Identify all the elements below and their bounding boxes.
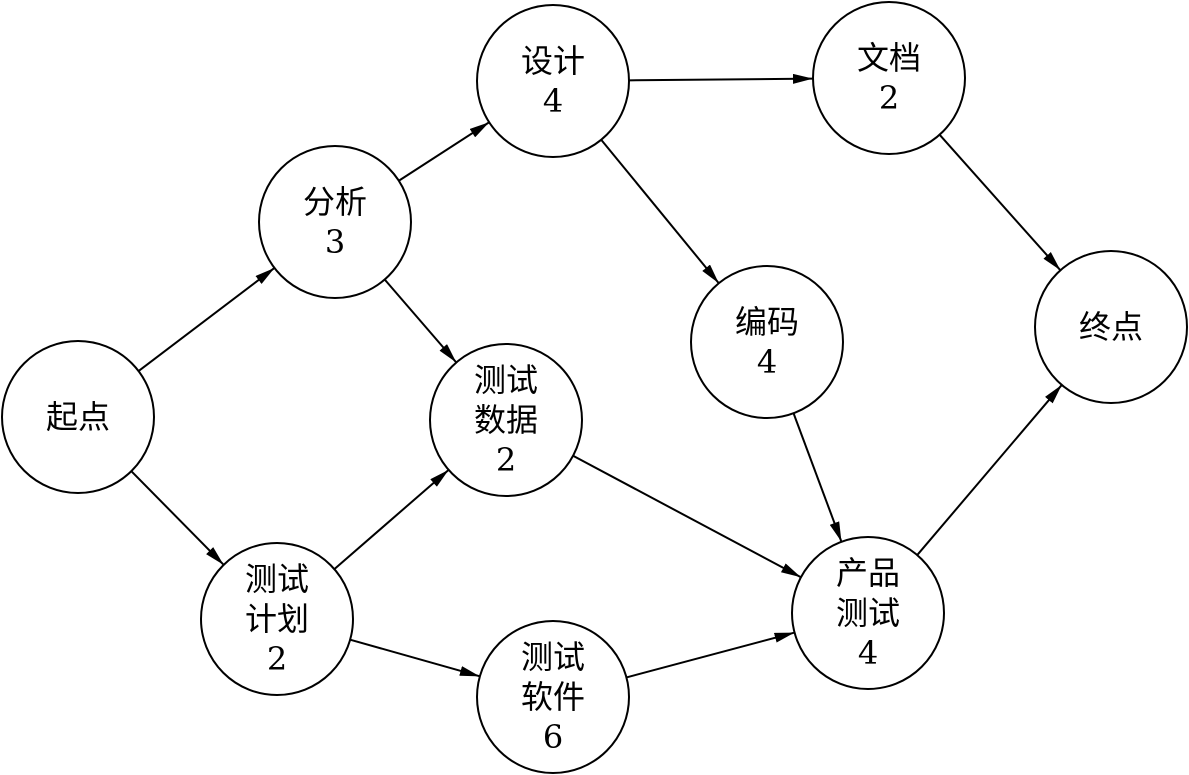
edge-product-test-to-end xyxy=(916,384,1063,556)
node-label-test-software-1: 软件 xyxy=(521,678,585,716)
node-label-test-software-2: 6 xyxy=(543,718,563,756)
node-circle-test-data xyxy=(429,343,583,497)
node-end: 终点 xyxy=(1034,250,1188,404)
edge-start-to-test-plan xyxy=(130,470,225,566)
node-circle-start xyxy=(1,340,155,494)
node-circle-coding xyxy=(690,265,844,419)
edge-analysis-to-test-data xyxy=(383,278,458,364)
node-circle-product-test xyxy=(791,536,945,690)
node-coding: 编码4 xyxy=(690,265,844,419)
node-label-test-plan-1: 计划 xyxy=(245,600,309,638)
edge-start-to-analysis xyxy=(137,267,276,372)
node-circle-end xyxy=(1034,250,1188,404)
node-label-test-data-2: 2 xyxy=(496,441,516,479)
node-label-product-test-2: 4 xyxy=(858,634,878,672)
node-label-test-plan-2: 2 xyxy=(267,640,287,678)
node-label-document-0: 文档 xyxy=(857,39,921,77)
node-label-coding-1: 4 xyxy=(757,343,777,381)
node-label-design-1: 4 xyxy=(543,82,563,120)
node-label-start-0: 起点 xyxy=(46,398,110,436)
node-label-end-0: 终点 xyxy=(1079,308,1143,346)
edge-analysis-to-design xyxy=(398,121,490,182)
edge-coding-to-product-test xyxy=(792,412,843,543)
node-circle-document xyxy=(812,1,966,155)
node-label-design-0: 设计 xyxy=(521,42,585,80)
node-circle-test-plan xyxy=(200,542,354,696)
node-circle-test-software xyxy=(476,620,630,774)
node-label-analysis-0: 分析 xyxy=(303,183,367,221)
edge-test-plan-to-test-data xyxy=(333,469,450,570)
node-label-test-data-1: 数据 xyxy=(474,401,538,439)
edge-test-data-to-product-test xyxy=(572,454,802,579)
node-document: 文档2 xyxy=(812,1,966,155)
node-circle-analysis xyxy=(258,145,412,299)
node-circle-design xyxy=(476,4,630,158)
edge-design-to-coding xyxy=(600,139,720,284)
node-label-product-test-1: 测试 xyxy=(836,594,900,632)
node-start: 起点 xyxy=(1,340,155,494)
node-label-coding-0: 编码 xyxy=(735,303,799,341)
node-label-document-1: 2 xyxy=(879,79,899,117)
edge-document-to-end xyxy=(938,134,1062,271)
node-label-test-plan-0: 测试 xyxy=(245,560,309,598)
node-label-test-software-0: 测试 xyxy=(521,638,585,676)
edge-test-software-to-product-test xyxy=(626,631,795,679)
edges-layer xyxy=(130,73,1063,679)
node-label-product-test-0: 产品 xyxy=(836,554,900,592)
node-label-test-data-0: 测试 xyxy=(474,361,538,399)
node-label-analysis-1: 3 xyxy=(325,223,345,261)
node-analysis: 分析3 xyxy=(258,145,412,299)
edge-test-plan-to-test-software xyxy=(349,638,481,678)
edge-design-to-document xyxy=(628,73,814,84)
node-design: 设计4 xyxy=(476,4,630,158)
